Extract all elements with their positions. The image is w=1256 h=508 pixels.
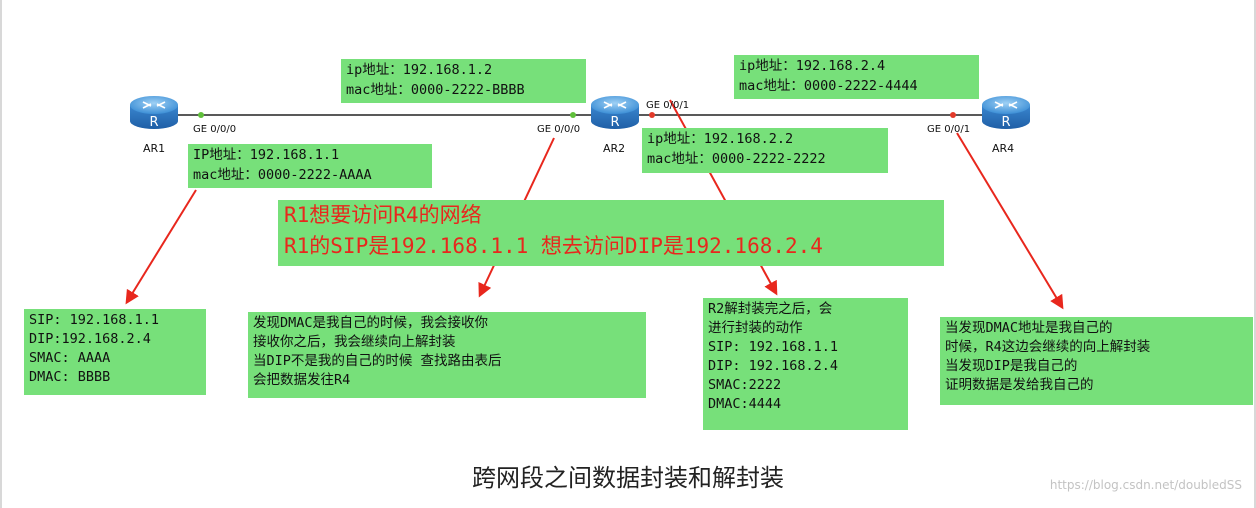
address-ip: ip地址：192.168.2.2 [647,131,794,147]
address-mac: mac地址：0000-2222-AAAA [193,167,372,183]
note-ar4-receive: 当发现DMAC地址是我自己的 时候，R4这边会继续的向上解封装 当发现DIP是我… [940,317,1253,405]
address-box-ar4-ge1: ip地址：192.168.2.4 mac地址：0000-2222-4444 [734,55,979,99]
note-line: 当发现DIP是我自己的 [945,358,1078,374]
note-ar2-receive: 发现DMAC是我自己的时候，我会接收你 接收你之后，我会继续向上解封装 当DIP… [248,312,646,398]
note-line: 时候，R4这边会继续的向上解封装 [945,339,1151,355]
svg-text:R: R [610,115,619,130]
address-mac: mac地址：0000-2222-4444 [739,78,918,94]
router-name-ar1: AR1 [143,142,166,155]
address-box-ar1-ge0: IP地址：192.168.1.1 mac地址：0000-2222-AAAA [188,144,432,188]
note-line: SMAC: AAAA [29,350,111,366]
port-label-ar2-ge1: GE 0/0/1 [646,100,690,111]
headline-box: R1想要访问R4的网络 R1的SIP是192.168.1.1 想去访问DIP是1… [278,200,944,266]
note-line: 发现DMAC是我自己的时候，我会接收你 [253,315,489,331]
note-line: 证明数据是发给我自己的 [945,377,1094,393]
address-mac: mac地址：0000-2222-BBBB [346,82,525,98]
note-line: 接收你之后，我会继续向上解封装 [253,334,456,350]
address-ip: ip地址：192.168.1.2 [346,62,493,78]
headline-line-2: R1的SIP是192.168.1.1 想去访问DIP是192.168.2.4 [284,234,823,258]
port-label-ar4-ge1: GE 0/0/1 [927,124,971,135]
frame-left-edge [0,0,2,508]
router-icon-ar2: R [591,96,639,130]
arrow-ar1-to-packet-note [125,189,197,305]
svg-text:R: R [149,115,158,130]
headline-line-1: R1想要访问R4的网络 [284,203,482,227]
note-line: R2解封装完之后，会 [708,301,833,317]
note-line: DMAC: BBBB [29,369,111,385]
address-box-ar2-ge0: ip地址：192.168.1.2 mac地址：0000-2222-BBBB [341,59,586,103]
note-packet-from-r1: SIP: 192.168.1.1 DIP:192.168.2.4 SMAC: A… [24,309,206,395]
address-ip: IP地址：192.168.1.1 [193,147,340,163]
address-box-ar2-ge1: ip地址：192.168.2.2 mac地址：0000-2222-2222 [642,128,888,173]
note-line: DMAC:4444 [708,396,782,412]
note-line: DIP:192.168.2.4 [29,331,151,347]
note-line: 进行封装的动作 [708,320,803,336]
port-label-ar1-ge0: GE 0/0/0 [193,124,237,135]
note-line: 当发现DMAC地址是我自己的 [945,320,1113,336]
port-dot-ar2-ge0 [570,112,576,118]
port-dot-ar4-ge1 [950,112,956,118]
note-ar2-reencap: R2解封装完之后，会 进行封装的动作 SIP: 192.168.1.1 DIP:… [703,298,908,430]
diagram-caption: 跨网段之间数据封装和解封装 [472,464,784,492]
router-name-ar4: AR4 [992,142,1015,155]
note-line: 当DIP不是我的自己的时候 查找路由表后 [253,353,502,369]
note-line: 会把数据发往R4 [253,372,351,388]
note-line: SIP: 192.168.1.1 [29,312,160,328]
address-mac: mac地址：0000-2222-2222 [647,151,826,167]
address-ip: ip地址：192.168.2.4 [739,58,886,74]
note-line: DIP: 192.168.2.4 [708,358,839,374]
router-name-ar2: AR2 [603,142,626,155]
arrow-ar4-to-receive-note [956,132,1064,310]
port-label-ar2-ge0: GE 0/0/0 [537,124,581,135]
router-icon-ar1: R [130,96,178,130]
watermark-url: https://blog.csdn.net/doubledSS [1049,478,1242,492]
note-line: SIP: 192.168.1.1 [708,339,839,355]
note-line: SMAC:2222 [708,377,782,393]
port-dot-ar1-ge0 [198,112,204,118]
svg-text:R: R [1001,115,1010,130]
port-dot-ar2-ge1 [649,112,655,118]
router-icon-ar4: R [982,96,1030,130]
frame-right-edge [1254,0,1256,508]
